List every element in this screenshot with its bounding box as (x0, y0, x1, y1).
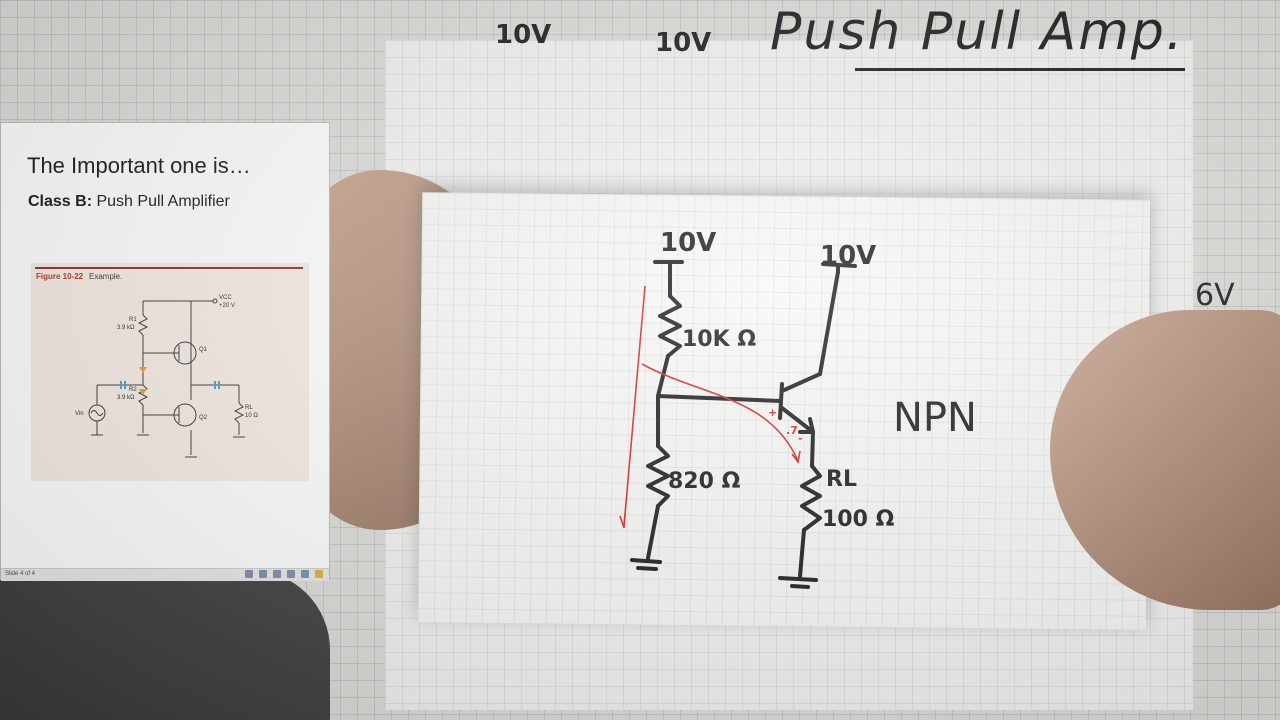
fig-r2-label: R2 (129, 387, 137, 393)
resistor-10k (658, 294, 682, 358)
slide-panel: The Important one is… Class B: Push Pull… (0, 122, 330, 581)
fig-r1-label: R1 (129, 317, 137, 323)
handwritten-voltage-side: 6V (1195, 278, 1235, 313)
slide-sorter-icon[interactable] (287, 570, 295, 578)
slide-figure: Figure 10-22 Example. (31, 263, 309, 481)
presentation-status-bar: Slide 4 of 4 (1, 568, 329, 581)
figure-label: Figure 10-22 (36, 272, 84, 281)
normal-view-icon[interactable] (273, 570, 281, 578)
fig-q1-label: Q1 (199, 347, 208, 353)
red-current-arrow-right (641, 363, 799, 462)
fig-rl-value: 10 Ω (245, 413, 258, 419)
npn-emitter-leg (780, 406, 815, 434)
right-ground (778, 576, 818, 582)
npn-emitter-follower-circuit: 10V 10V 10K Ω 820 Ω RL 100 Ω + .7 - (619, 228, 895, 589)
r-bottom-label: 820 Ω (668, 469, 741, 494)
sleeve (0, 570, 330, 720)
fig-vin-label: Vin (75, 411, 84, 417)
slide-subtitle-bold: Class B: (28, 193, 93, 210)
left-supply-label: 10V (660, 228, 716, 258)
load-name-label: RL (826, 467, 857, 492)
resistor-820 (646, 444, 670, 508)
comments-icon[interactable] (259, 570, 267, 578)
slide-heading: The Important one is… (27, 153, 251, 178)
r-top-label: 10K Ω (682, 327, 756, 352)
fig-r2-value: 3.9 kΩ (117, 395, 135, 401)
push-pull-schematic: VCC +20 V R1 3.9 kΩ R2 3.9 kΩ Q1 Q2 RL 1… (75, 295, 258, 458)
red-current-arrow-left (623, 285, 646, 527)
vbe-minus-label: - (798, 432, 803, 445)
left-ground (630, 558, 662, 564)
npn-collector-leg (780, 372, 822, 393)
right-supply-label: 10V (820, 241, 876, 271)
vbe-plus-label: + (768, 406, 777, 419)
view-controls (245, 570, 323, 578)
handwritten-title: Push Pull Amp. (770, 2, 1185, 62)
reading-view-icon[interactable] (301, 570, 309, 578)
figure-accent-bar (35, 267, 303, 269)
fig-q2-label: Q2 (199, 415, 208, 421)
notes-icon[interactable] (245, 570, 253, 578)
slide-counter: Slide 4 of 4 (5, 571, 36, 577)
vbe-value-label: .7 (786, 424, 798, 437)
base-wire (656, 394, 782, 403)
fig-vcc-label: VCC (219, 295, 232, 301)
fig-rl-label: RL (245, 405, 253, 411)
slideshow-icon[interactable] (315, 570, 323, 578)
handwritten-voltage-top-left: 10V (495, 20, 552, 50)
title-underline (855, 68, 1185, 71)
slide-subtitle-rest: Push Pull Amplifier (96, 193, 230, 210)
fig-r1-value: 3.9 kΩ (117, 325, 135, 331)
slide-subtitle: Class B: Push Pull Amplifier (28, 193, 230, 211)
handwritten-voltage-top-mid: 10V (655, 28, 712, 58)
handwritten-npn-label: NPN (893, 395, 977, 441)
load-value-label: 100 Ω (822, 507, 895, 532)
figure-caption: Example. (89, 272, 123, 281)
load-resistor (800, 464, 822, 532)
fig-vcc-value: +20 V (219, 303, 235, 309)
